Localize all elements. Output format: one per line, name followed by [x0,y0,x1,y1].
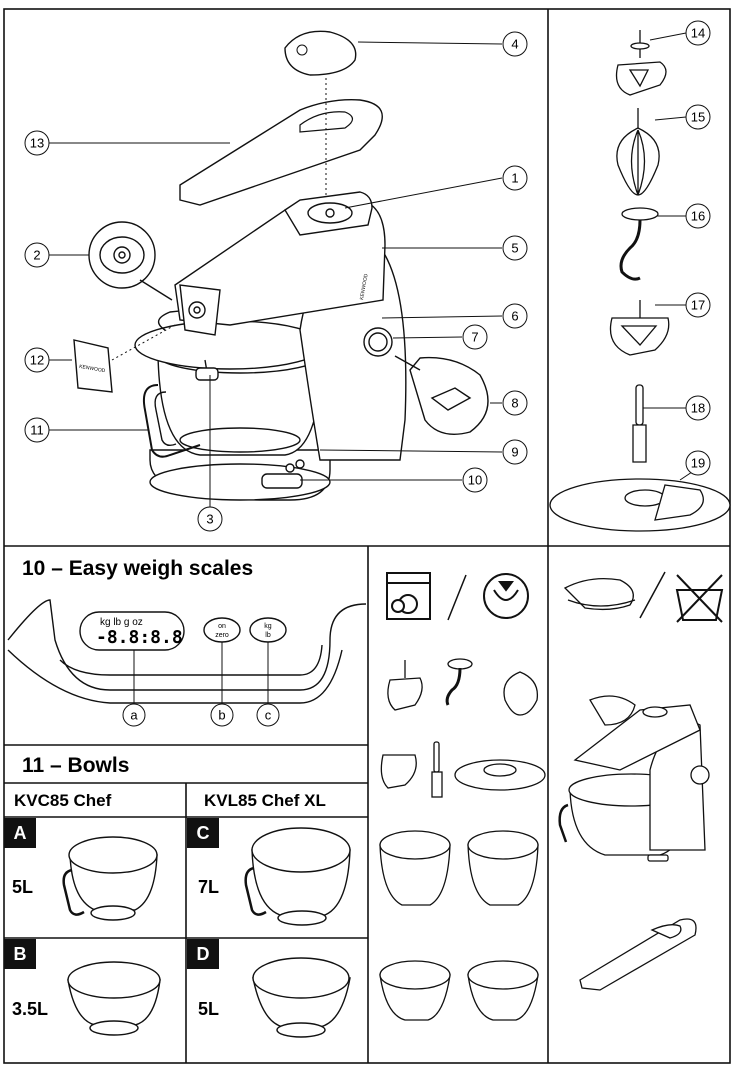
svg-text:a: a [130,708,138,723]
bowl-drawings [62,827,351,1038]
label-a: a [122,703,146,727]
bowl-b-volume: 3.5L [12,999,48,1019]
svg-text:2: 2 [33,248,40,263]
cap-drawing [73,339,113,393]
tool-column [549,30,731,532]
wiping-mixer-drawing [558,695,710,991]
svg-text:7: 7 [471,330,478,345]
bowl-a-volume: 5L [12,877,33,897]
top-rack-icon [483,573,529,619]
callout-11: 11 [24,417,50,443]
svg-text:3: 3 [206,512,213,527]
outlet-zoom-drawing [88,221,173,301]
svg-text:11: 11 [30,423,44,438]
callout-3: 3 [197,506,223,532]
svg-text:18: 18 [691,401,705,416]
svg-text:A: A [14,823,27,843]
svg-text:5: 5 [511,241,518,256]
scales-drawing [7,599,367,704]
label-b: b [210,703,234,727]
kg-label: kg [264,623,272,630]
bowl-d-volume: 5L [198,999,219,1019]
bowl-a-badge: A [4,818,36,848]
svg-text:C: C [197,823,210,843]
callout-15: 15 [685,104,711,130]
svg-text:19: 19 [691,456,705,471]
callout-10: 10 [462,467,488,493]
callout-13: 13 [24,130,50,156]
lb-label: lb [265,632,271,639]
callout-2: 2 [24,242,50,268]
svg-text:6: 6 [511,309,518,324]
callout-14: 14 [685,20,711,46]
callout-18: 18 [685,395,711,421]
svg-text:13: 13 [30,136,44,151]
hand-wash-drawing [563,577,636,611]
svg-text:14: 14 [691,26,705,41]
zero-label: zero [215,632,229,639]
svg-text:c: c [265,708,272,723]
callout-16: 16 [685,203,711,229]
bowl-c-badge: C [187,818,219,848]
dishwasher-icon [386,572,431,620]
scales-leaders [133,642,269,703]
svg-text:b: b [218,708,225,723]
dishwasher-tools-drawing [379,658,546,1021]
svg-text:15: 15 [691,110,705,125]
no-dishwasher-icon [675,574,724,623]
callout-17: 17 [685,292,711,318]
page-grid [3,8,731,1064]
svg-text:D: D [197,944,210,964]
svg-text:1: 1 [511,171,518,186]
svg-text:12: 12 [30,353,44,368]
stand-mixer-drawing: KENWOOD [134,191,407,501]
top-cover-drawing [179,99,383,206]
scales-digits-text: -8.8:8.8 [96,627,183,648]
on-label: on [218,623,226,630]
cap-brand-text: KENWOOD [79,364,106,375]
svg-text:17: 17 [691,298,705,313]
callout-6: 6 [502,303,528,329]
svg-text:4: 4 [511,37,518,52]
bowls-title: 11 – Bowls [22,754,129,777]
callout-19: 19 [685,450,711,476]
label-c: c [256,703,280,727]
callout-4: 4 [502,31,528,57]
callout-9: 9 [502,439,528,465]
outlet-cover-drawing [284,30,357,76]
callout-8: 8 [502,390,528,416]
bowls-col2-header: KVL85 Chef XL [204,791,326,810]
scales-title: 10 – Easy weigh scales [22,557,253,580]
callout-5: 5 [502,235,528,261]
mixer-badge-brand: KENWOOD [359,273,370,300]
bowls-col1-header: KVC85 Chef [14,791,112,810]
svg-text:16: 16 [691,209,705,224]
svg-text:9: 9 [511,445,518,460]
scales-units-text: kg lb g oz [100,617,143,628]
lever-zoom-drawing [394,355,489,435]
svg-text:8: 8 [511,396,518,411]
callout-1: 1 [502,165,528,191]
callout-7: 7 [462,324,488,350]
bowl-c-volume: 7L [198,877,219,897]
svg-text:10: 10 [468,473,482,488]
callout-12: 12 [24,347,50,373]
callout-leaders [48,32,693,508]
bowl-b-badge: B [4,939,36,969]
bowl-d-badge: D [187,939,219,969]
svg-text:B: B [14,944,27,964]
